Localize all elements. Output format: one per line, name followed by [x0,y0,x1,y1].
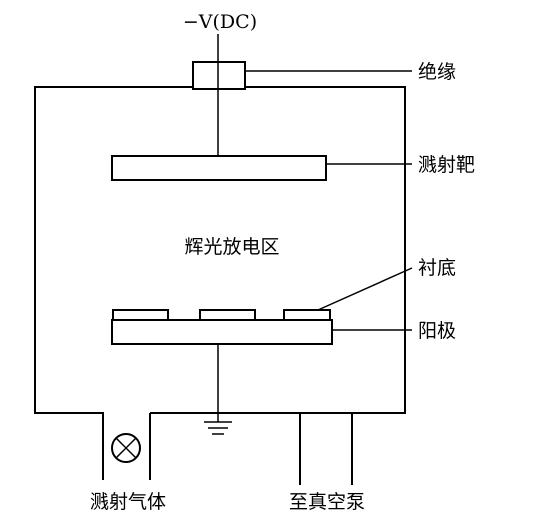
substrate-left [112,309,169,321]
ground-icon [204,421,232,435]
power-supply-label: −V(DC) [183,11,257,33]
vacuum-chamber [34,86,406,485]
valve-icon[interactable] [111,433,141,463]
substrate-middle [199,309,256,321]
glow-region-label: 辉光放电区 [184,236,279,258]
substrate-label: 衬底 [418,257,456,279]
vacuum-pump-label: 至真空泵 [289,491,365,513]
sputter-target [111,155,327,181]
anode-plate [111,319,333,345]
anode-label: 阳极 [418,320,456,342]
insulator-block [192,61,246,90]
substrate-right [283,309,331,321]
insulator-label: 绝缘 [418,61,456,83]
substrate-leader [317,267,413,311]
target-label: 溅射靶 [418,154,475,176]
sputter-gas-label: 溅射气体 [90,491,166,513]
